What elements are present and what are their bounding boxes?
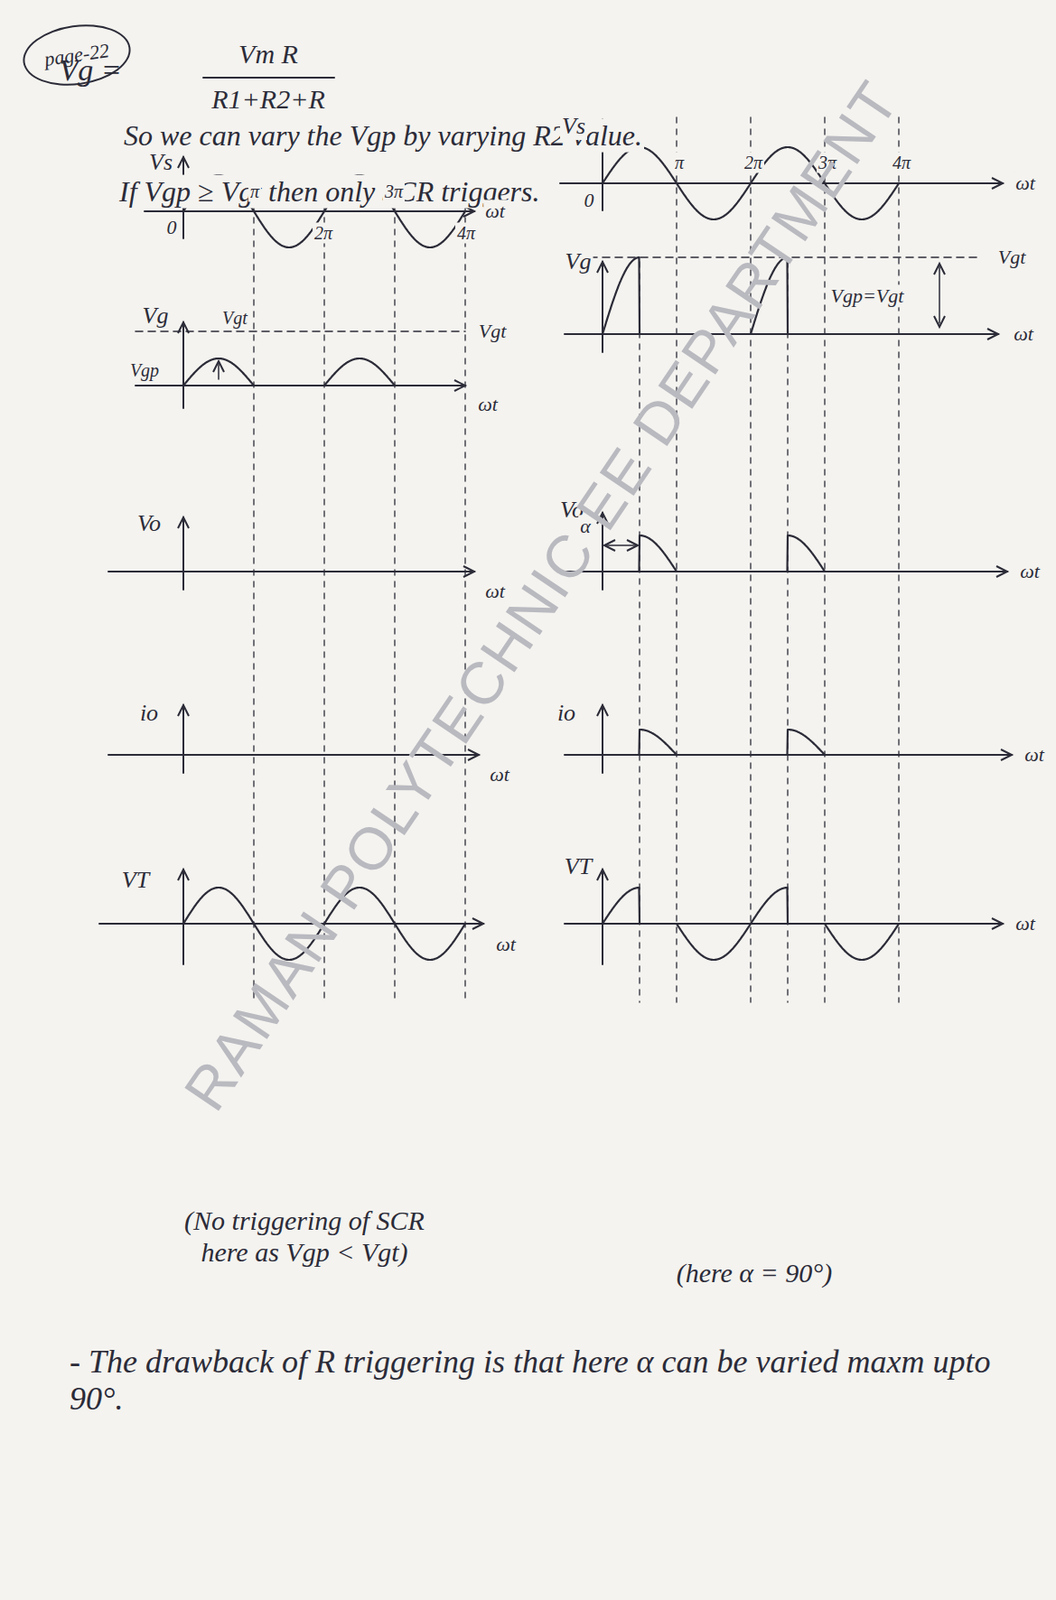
axis-label: io <box>138 700 160 728</box>
level-label: Vgp=Vgt <box>829 284 907 308</box>
scr-voltage-wave <box>602 887 899 961</box>
axis-label: ωt <box>487 763 512 786</box>
axis-label: ωt <box>1013 912 1038 935</box>
time-axis <box>144 210 475 213</box>
axis-label: Vg <box>563 248 594 276</box>
axis-label: Vo <box>135 510 163 538</box>
load-current-wave <box>602 729 899 756</box>
grid-line <box>823 117 825 1003</box>
measure-line <box>217 363 220 380</box>
grid-line <box>897 117 899 1003</box>
amplitude-axis <box>182 322 185 409</box>
axis-label: ωt <box>483 199 507 223</box>
amplitude-axis <box>601 261 604 353</box>
axis-label: VT <box>120 867 151 895</box>
time-axis <box>108 570 475 573</box>
arrow-head <box>472 918 484 930</box>
arrow-head <box>934 263 945 275</box>
time-axis <box>564 333 999 336</box>
caption-note: (No triggering of SCR here as Vgp < Vgt) <box>167 1205 442 1269</box>
formula-denominator: R1+R2+R <box>209 84 327 116</box>
arrow-head <box>463 566 475 578</box>
measure-line <box>938 266 941 324</box>
axis-label: Vg <box>140 302 171 330</box>
arrow-head <box>626 540 638 552</box>
grid-line <box>252 194 254 1003</box>
amplitude-axis <box>182 705 185 774</box>
arrow-head <box>1000 749 1012 761</box>
time-axis <box>564 923 1003 926</box>
amplitude-axis <box>601 869 604 965</box>
axis-label: Vs <box>560 112 588 141</box>
arrow-head <box>991 918 1003 930</box>
arrow-head <box>597 869 608 881</box>
axis-label: ωt <box>1013 171 1038 195</box>
axis-label: ωt <box>1018 560 1042 583</box>
tick-label: 2π <box>312 223 335 244</box>
arrow-head <box>597 261 608 273</box>
level-label: Vgt <box>996 245 1028 269</box>
axis-label: io <box>555 700 578 728</box>
axis-label: ωt <box>1011 322 1036 346</box>
axis-label: Vs <box>147 149 175 177</box>
note-text: - The drawback of R triggering is that h… <box>67 1344 1002 1420</box>
amplitude-axis <box>182 869 185 965</box>
grid-line <box>464 194 466 1003</box>
amplitude-axis <box>182 517 185 590</box>
amplitude-axis <box>601 705 604 774</box>
axis-label: VT <box>562 853 594 881</box>
note-text: If Vgp ≥ Vgt then only SCR triggers. <box>117 175 543 209</box>
tick-label: π <box>248 181 262 203</box>
level-label: Vgt <box>220 308 250 329</box>
arrow-head <box>996 566 1008 578</box>
axis-label: ωt <box>1022 743 1047 767</box>
grid-line <box>393 194 395 1003</box>
arrow-head <box>597 705 608 717</box>
arrow-head <box>991 177 1003 189</box>
arrow-head <box>177 869 189 881</box>
tick-label: 0 <box>582 188 597 212</box>
tick-label: 2π <box>742 152 765 174</box>
grid-line <box>675 117 677 1003</box>
level-label: Vgt <box>476 319 509 343</box>
tick-label: 0 <box>165 215 179 239</box>
tick-label: 4π <box>890 152 913 174</box>
arrow-head <box>177 517 189 529</box>
load-voltage-wave <box>602 535 899 572</box>
tick-label: π <box>672 152 686 174</box>
formula-numerator: Vm R <box>236 38 300 71</box>
tick-label: 4π <box>455 223 477 244</box>
watermark: RAMAN POLYTECHNIC EE DEPARTMENT <box>169 67 915 1125</box>
gate-wave <box>183 358 466 386</box>
axis-label: ωt <box>494 933 518 956</box>
axis-label: ωt <box>476 392 500 416</box>
arrow-head <box>934 316 945 328</box>
page-number: page-22 <box>42 38 111 72</box>
threshold-line <box>135 330 466 333</box>
fraction-bar <box>203 76 335 79</box>
caption-note: (here α = 90°) <box>674 1258 835 1290</box>
arrow-head <box>177 705 189 717</box>
arrow-head <box>987 328 999 340</box>
tick-label: 3π <box>383 181 405 203</box>
arrow-head <box>177 157 189 169</box>
arrow-head <box>213 361 225 373</box>
level-label: Vgp <box>128 360 161 382</box>
